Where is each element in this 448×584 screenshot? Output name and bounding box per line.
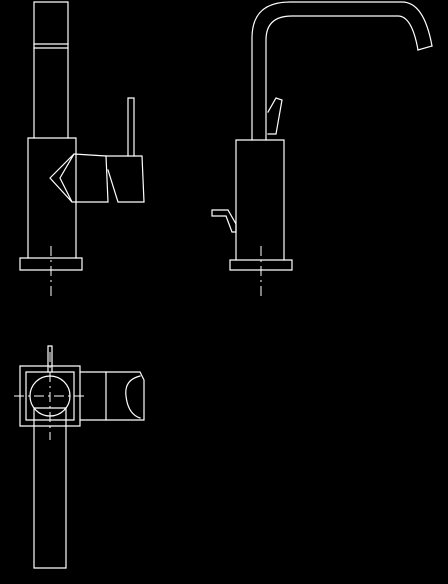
lever-end-block xyxy=(105,371,145,421)
lever-handle xyxy=(127,97,135,157)
lever-housing-top xyxy=(79,371,107,421)
side-view xyxy=(19,1,145,296)
lever-end-cap xyxy=(125,375,141,419)
top-view xyxy=(14,345,145,569)
mixer-cartridge xyxy=(49,153,109,203)
lever-rear xyxy=(267,97,283,135)
base-flange-rear xyxy=(229,259,293,271)
popup-rod xyxy=(211,209,237,233)
lever-stem-top xyxy=(47,345,53,373)
faucet-body xyxy=(27,137,77,259)
faucet-body-rear xyxy=(235,139,285,261)
rear-view xyxy=(211,1,433,296)
base-flange xyxy=(19,257,83,271)
lever-housing xyxy=(105,155,145,203)
aerator-band xyxy=(33,43,69,49)
spout-body-top xyxy=(33,407,67,569)
spout-tip xyxy=(417,45,433,51)
base-square xyxy=(19,365,81,427)
spout-column xyxy=(33,1,69,139)
spout-arc-inner xyxy=(265,15,419,141)
base-square-inner xyxy=(25,371,75,421)
spout-arc-outer xyxy=(251,1,433,141)
